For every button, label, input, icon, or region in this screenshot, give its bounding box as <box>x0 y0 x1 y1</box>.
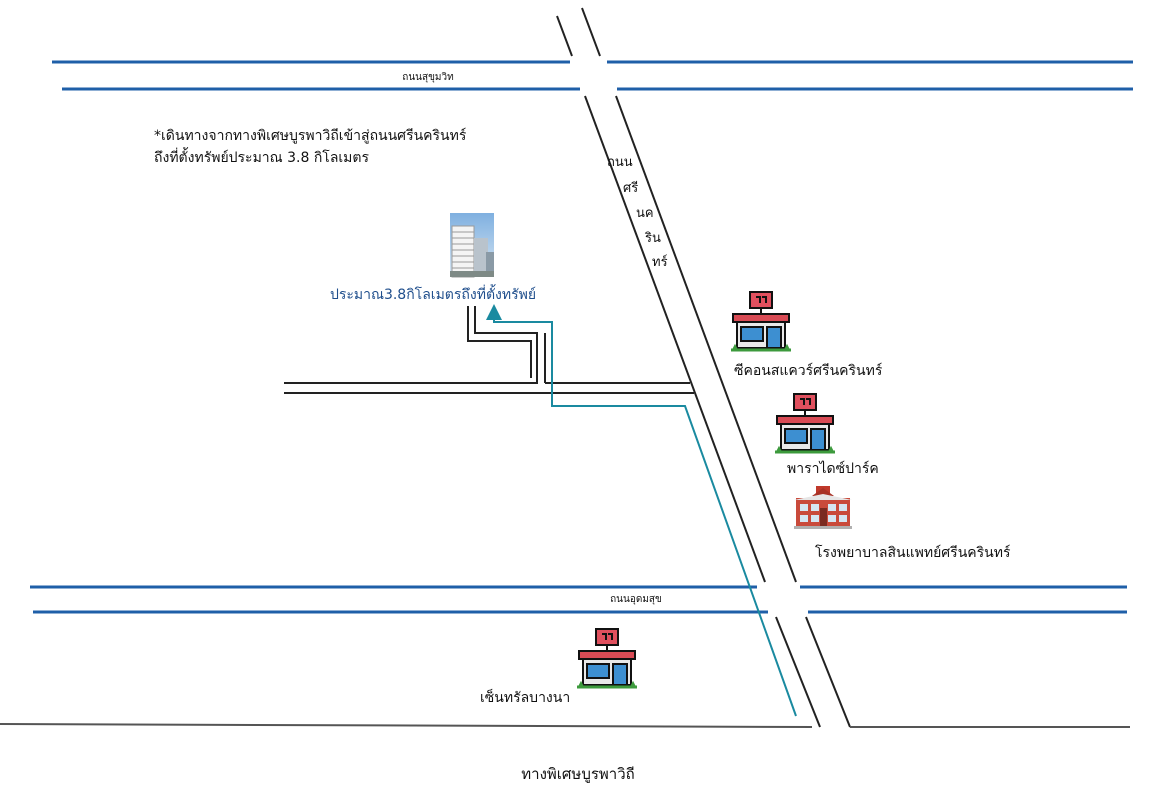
property-label: ประมาณ3.8กิโลเมตรถึงที่ตั้งทรัพย์ <box>330 284 536 303</box>
sukhumvit-road <box>52 60 1133 91</box>
udomsuk-road-label: ถนนอุดมสุข <box>610 594 662 605</box>
hospital-label: โรงพยาบาลสินแพทย์ศรีนครินทร์ <box>815 544 1011 561</box>
note-line-1: *เดินทางจากทางพิเศษบูรพาวิถีเข้าสู่ถนนศร… <box>154 127 467 144</box>
srinakarin-label-2: ศรี <box>623 180 638 196</box>
soi-road <box>284 306 694 394</box>
property-photo-icon <box>450 213 494 278</box>
hospital-icon <box>794 486 852 529</box>
note-line-2: ถึงที่ตั้งทรัพย์ประมาณ 3.8 กิโลเมตร <box>154 147 369 166</box>
srinakarin-label-4: ริน <box>644 231 661 246</box>
paradise-label: พาราไดซ์ปาร์ค <box>787 460 879 477</box>
srinakarin-label-5: ทร์ <box>652 254 668 270</box>
seacon-mall-icon <box>729 290 793 352</box>
central-mall-icon <box>575 627 639 689</box>
sukhumvit-road-label: ถนนสุขุมวิท <box>402 72 453 83</box>
svg-text:ถนน ศรี นค ริน: ถนน ศรี นค ริน ทร์ <box>607 155 668 270</box>
srinakarin-label-3: นค <box>636 206 654 221</box>
udomsuk-road <box>30 585 1127 614</box>
paradise-mall-icon <box>773 392 837 454</box>
route-path <box>486 304 797 717</box>
bangna-trat-road <box>0 723 1130 728</box>
svg-text:*เดินทางจากทางพิเศษบูรพาวิถีเข: *เดินทางจากทางพิเศษบูรพาวิถีเข้าสู่ถนนศร… <box>154 127 471 166</box>
srinakarin-road <box>556 7 851 728</box>
seacon-label: ซีคอนสแควร์ศรีนครินทร์ <box>734 362 883 379</box>
central-label: เซ็นทรัลบางนา <box>480 688 570 706</box>
srinakarin-label-1: ถนน <box>607 155 633 170</box>
bangna-trat-label: ทางพิเศษบูรพาวิถี <box>521 765 634 783</box>
